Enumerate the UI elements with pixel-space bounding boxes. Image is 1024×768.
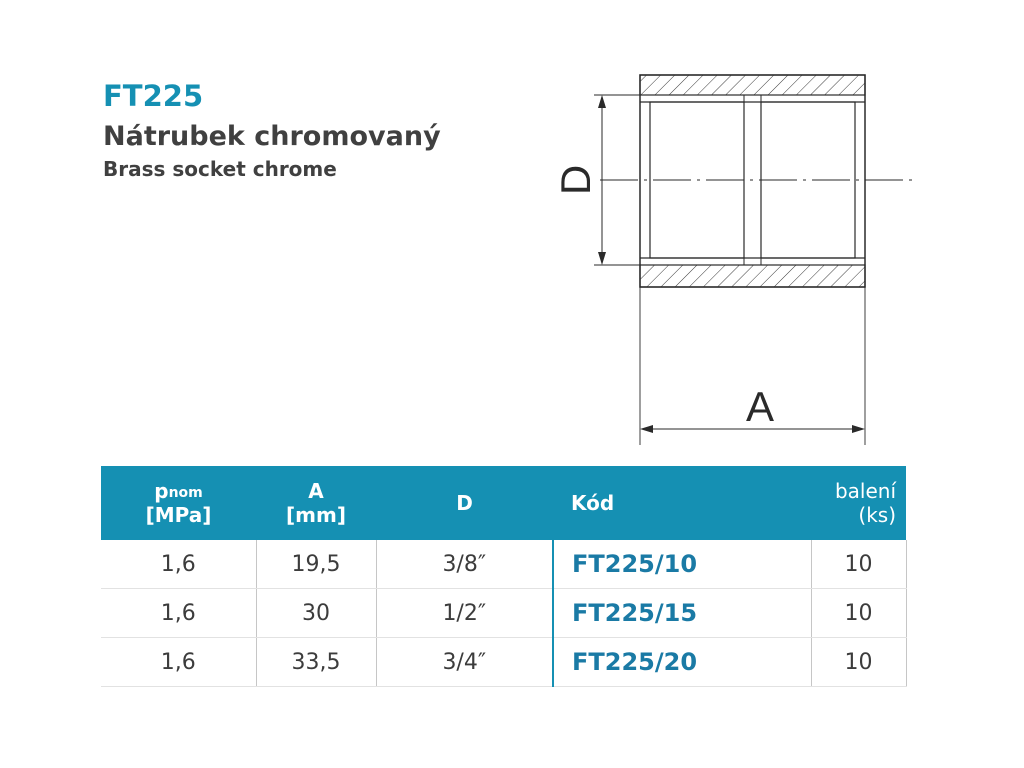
cell-d: 1/2″	[375, 588, 553, 638]
cell-d: 3/4″	[375, 637, 553, 687]
cell-kod: FT225/10	[552, 540, 811, 589]
header-baleni-unit: (ks)	[858, 503, 896, 527]
header-baleni-main: balení	[834, 479, 896, 503]
table-row: 1,6 33,5 3/4″ FT225/20 10	[101, 637, 907, 687]
socket-wall-bottom	[639, 264, 866, 288]
spec-table: pnom [MPa] A [mm] D Kód balení (ks) 1,6 …	[101, 466, 907, 687]
product-name-en: Brass socket chrome	[103, 157, 337, 181]
cell-a: 30	[255, 588, 376, 638]
dimension-d-label: D	[552, 165, 599, 195]
header-pnom: pnom [MPa]	[101, 466, 256, 540]
product-code: FT225	[103, 79, 204, 113]
cell-pnom: 1,6	[101, 637, 256, 687]
cell-a: 19,5	[255, 540, 376, 589]
header-a-main: A	[308, 479, 324, 503]
table-row: 1,6 30 1/2″ FT225/15 10	[101, 588, 907, 638]
header-pnom-main: p	[154, 479, 169, 503]
socket-wall-top	[639, 74, 866, 96]
header-pnom-sub: nom	[168, 485, 203, 501]
header-kod: Kód	[553, 466, 811, 540]
cell-pnom: 1,6	[101, 540, 256, 589]
dimension-a-label: A	[746, 383, 774, 430]
socket-outline	[639, 74, 866, 288]
cell-kod: FT225/15	[552, 588, 811, 638]
header-a-unit: [mm]	[286, 503, 346, 527]
cell-a: 33,5	[255, 637, 376, 687]
cell-baleni: 10	[810, 540, 907, 589]
table-header-row: pnom [MPa] A [mm] D Kód balení (ks)	[101, 466, 906, 540]
cell-pnom: 1,6	[101, 588, 256, 638]
cell-kod: FT225/20	[552, 637, 811, 687]
technical-drawing: D A	[552, 74, 912, 445]
header-pnom-unit: [MPa]	[145, 503, 212, 527]
cell-d: 3/8″	[375, 540, 553, 589]
header-a: A [mm]	[256, 466, 376, 540]
cell-baleni: 10	[810, 637, 907, 687]
header-baleni: balení (ks)	[811, 466, 906, 540]
product-name-cz: Nátrubek chromovaný	[103, 121, 441, 152]
table-row: 1,6 19,5 3/8″ FT225/10 10	[101, 540, 907, 589]
cell-baleni: 10	[810, 588, 907, 638]
product-title-block: FT225 Nátrubek chromovaný Brass socket c…	[103, 78, 441, 182]
header-d: D	[376, 466, 553, 540]
